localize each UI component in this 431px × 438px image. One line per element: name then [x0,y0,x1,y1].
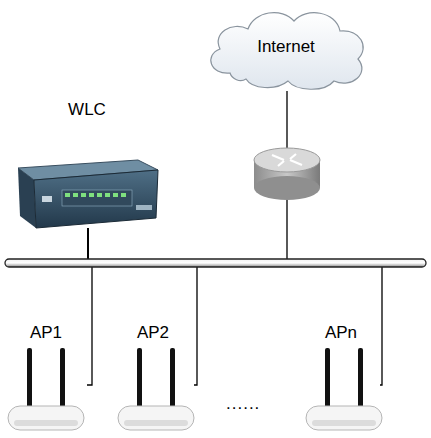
network-link [88,228,197,385]
device-label: AP1 [5,323,87,343]
access-point-node: APn [302,315,380,435]
router-symbol [254,148,320,200]
cloud-label: Internet [200,37,372,57]
device-label: APn [302,323,380,343]
controller-node: WLC [12,98,162,228]
access-point-icon [118,348,194,430]
access-point-icon [306,348,382,430]
access-point-node: AP1 [5,315,87,435]
access-point-node: AP2 [112,315,194,435]
cloud-node: Internet [200,3,372,91]
device-label: WLC [12,100,162,120]
access-point-icon [8,348,84,430]
network-bus [5,259,426,267]
ellipsis-label: ...... [226,394,260,414]
device-label: AP2 [112,323,194,343]
wlc-device [18,160,158,228]
network-link [88,228,382,385]
